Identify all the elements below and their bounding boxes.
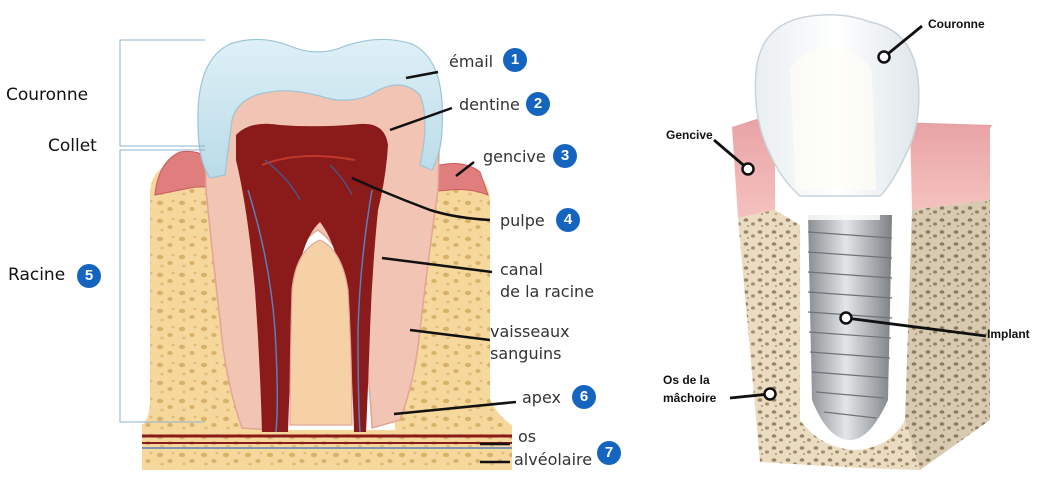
crown-bracket bbox=[119, 39, 205, 147]
implant-body-label: Implant bbox=[987, 327, 1030, 341]
gum-number-badge: 3 bbox=[553, 144, 577, 168]
natural-leader-lines bbox=[351, 70, 517, 464]
jaw-target-marker bbox=[763, 387, 777, 401]
jaw-bone-label-line1: Os de la bbox=[663, 373, 710, 387]
apex-label: apex bbox=[522, 388, 561, 407]
jaw-bone-label-line2: mâchoire bbox=[663, 391, 717, 405]
implant-screw-shape bbox=[808, 215, 892, 440]
enamel-label: émail bbox=[449, 52, 494, 71]
root-number-badge: 5 bbox=[77, 264, 101, 288]
gum-target-marker bbox=[741, 162, 755, 176]
alveolar-bone-number-badge: 7 bbox=[597, 441, 621, 465]
implant-crown-label: Couronne bbox=[928, 17, 985, 31]
root-canal-label-line1: canal bbox=[500, 260, 543, 279]
dentine-number-badge: 2 bbox=[526, 92, 550, 116]
apex-number-badge: 6 bbox=[572, 385, 596, 409]
implant-gum-label: Gencive bbox=[666, 128, 713, 142]
crown-target-marker bbox=[877, 50, 891, 64]
pulp-label: pulpe bbox=[500, 211, 545, 230]
root-bracket bbox=[119, 149, 205, 423]
alveolar-strip bbox=[142, 434, 512, 470]
natural-tooth-illustration bbox=[119, 38, 517, 470]
blood-vessels-label-line2: sanguins bbox=[490, 344, 562, 363]
pulp-shape bbox=[236, 123, 388, 432]
gum-label: gencive bbox=[483, 147, 546, 166]
root-canal-label-line2: de la racine bbox=[500, 282, 595, 301]
root-side-label: Racine bbox=[8, 265, 66, 285]
blood-vessels-label-line1: vaisseaux bbox=[490, 322, 570, 341]
implant-target-marker bbox=[839, 311, 853, 325]
enamel-number-badge: 1 bbox=[503, 48, 527, 72]
implant-illustration bbox=[713, 14, 992, 470]
dentine-label: dentine bbox=[459, 95, 520, 114]
collar-side-label: Collet bbox=[48, 136, 97, 156]
alveolar-bone-label-line1: os bbox=[518, 427, 537, 446]
implant-bone-shape bbox=[738, 200, 990, 470]
crown-side-label: Couronne bbox=[6, 85, 89, 105]
pulp-number-badge: 4 bbox=[556, 208, 580, 232]
enamel-shape bbox=[197, 38, 444, 179]
alveolar-bone-label-line2: alvéolaire bbox=[514, 450, 593, 469]
